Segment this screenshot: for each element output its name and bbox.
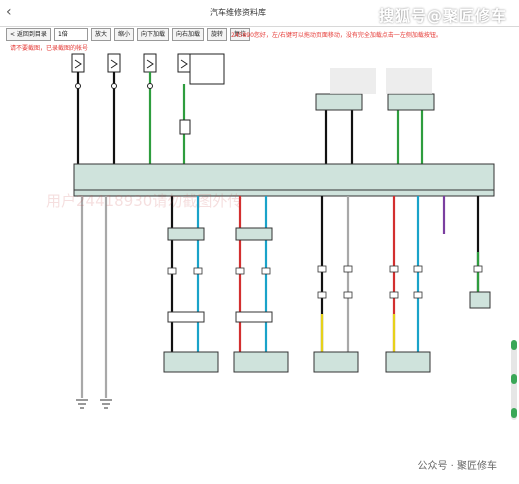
title-bar: ‹ 汽车维修资料库 搜狐号@聚匠修车 xyxy=(0,0,519,27)
fuse-4 xyxy=(177,53,191,73)
terminal-1 xyxy=(75,83,81,89)
top-watermark: 搜狐号@聚匠修车 xyxy=(378,7,507,25)
terminal-2 xyxy=(111,83,117,89)
connector-markers xyxy=(167,265,483,299)
fuse-1 xyxy=(71,53,85,73)
connector-a2 xyxy=(235,227,273,241)
ground-icon xyxy=(76,399,112,409)
toolbar: < 返回到目录 1倍 放大 缩小 向下加载 向右加载 旋转 复位 xyxy=(6,28,251,41)
notice-text: 245890您好，左/右键可以拖动页面移动，没有完全加载点击一左侧加载按钮。 xyxy=(231,32,442,39)
top-module-right xyxy=(387,93,435,111)
terminal-3 xyxy=(147,83,153,89)
footer-watermark: 公众号 · 聚匠修车 xyxy=(417,461,497,472)
back-to-list-button[interactable]: < 返回到目录 xyxy=(6,28,51,41)
fuse-2 xyxy=(107,53,121,73)
module-a2 xyxy=(233,351,289,373)
connector-a3 xyxy=(167,311,205,323)
qr-code-right xyxy=(386,68,432,94)
fuse-symbol-1 xyxy=(74,59,82,69)
window-title: 汽车维修资料库 xyxy=(210,8,266,17)
circuit-group-b xyxy=(320,196,480,352)
ground-wires xyxy=(80,196,108,398)
fuse-symbol-3 xyxy=(146,59,154,69)
scroll-indicator-1[interactable] xyxy=(511,340,517,350)
scroll-indicator-2[interactable] xyxy=(511,374,517,384)
qr-code-left xyxy=(330,68,376,94)
module-b1 xyxy=(313,351,359,373)
inline-component xyxy=(179,119,191,135)
shrink-button[interactable]: 缩小 xyxy=(113,28,134,41)
enlarge-button[interactable]: 放大 xyxy=(90,28,111,41)
top-module-left xyxy=(315,93,363,111)
connector-a4 xyxy=(235,311,273,323)
wiring-diagram[interactable] xyxy=(8,52,504,472)
fuse-symbol-2 xyxy=(110,59,118,69)
scroll-indicator-3[interactable] xyxy=(511,408,517,418)
side-scrollbar[interactable] xyxy=(511,340,517,420)
fuse-group xyxy=(71,53,225,85)
main-connector-strip xyxy=(73,189,495,197)
restore-button[interactable]: 复位 xyxy=(230,28,251,41)
load-down-button[interactable]: 向下加载 xyxy=(136,28,169,41)
chevron-left-icon[interactable]: ‹ xyxy=(6,4,12,20)
module-b2 xyxy=(385,351,431,373)
notice-text-2: 请不要截图，已录截图的帐号 xyxy=(10,45,89,52)
zoom-select[interactable]: 1倍 xyxy=(53,28,88,41)
rotate-button[interactable]: 旋转 xyxy=(207,28,228,41)
fuse-box xyxy=(189,53,225,85)
module-a1 xyxy=(163,351,219,373)
circuit-group-a xyxy=(168,196,272,352)
fuse-symbol-4 xyxy=(180,59,188,69)
main-connector-bar xyxy=(73,163,495,191)
load-right-button[interactable]: 向右加载 xyxy=(171,28,204,41)
module-b3 xyxy=(469,291,491,309)
fuse-3 xyxy=(143,53,157,73)
diagram-watermark: 用户24418930请勿截图外传 xyxy=(46,192,243,210)
connector-a1 xyxy=(167,227,205,241)
